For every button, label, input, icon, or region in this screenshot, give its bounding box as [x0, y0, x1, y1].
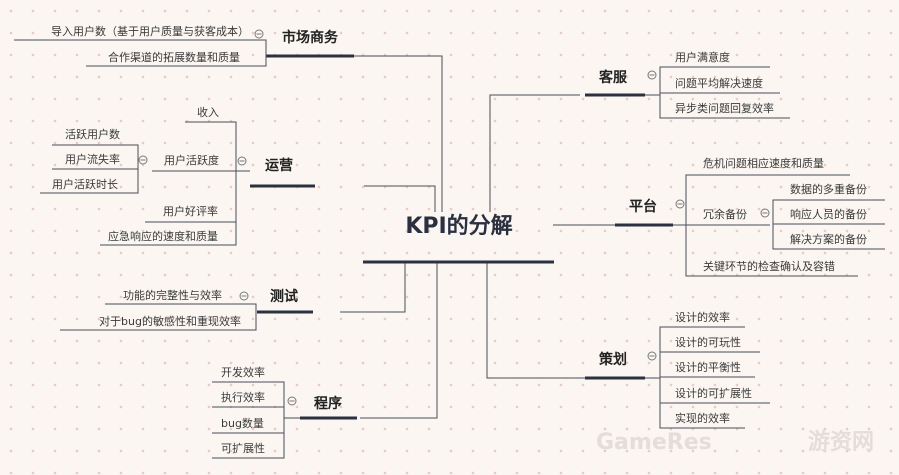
platform-redundancy-item-1: 数据的多重备份	[790, 182, 867, 196]
branch-service[interactable]: 客服	[585, 69, 645, 97]
ops-active-label: 用户活跃度	[164, 153, 219, 167]
branch-ops[interactable]: 运营	[250, 157, 315, 188]
design-item-2: 设计的可玩性	[675, 335, 741, 349]
connector-service	[489, 94, 580, 212]
connector-market	[350, 55, 443, 212]
watermark-cn: 游资网	[808, 429, 874, 455]
ops-rating: 用户好评率	[163, 204, 218, 218]
program-item-4: 可扩展性	[221, 441, 265, 455]
branch-market-label: 市场商务	[282, 29, 339, 46]
collapse-toggle-ops-active[interactable]	[138, 155, 148, 165]
collapse-toggle-ops[interactable]	[237, 156, 247, 166]
central-topic[interactable]: KPI的分解	[363, 213, 554, 264]
test-item-1: 功能的完整性与效率	[123, 288, 222, 302]
branch-platform-label: 平台	[629, 198, 657, 215]
collapse-toggle-platform[interactable]	[675, 199, 685, 209]
ops-response: 应急响应的速度和质量	[108, 229, 218, 243]
program-item-3: bug数量	[221, 417, 264, 430]
ops-active-item-2: 用户流失率	[65, 152, 120, 166]
service-item-1: 用户满意度	[675, 50, 730, 64]
collapse-toggle-platform-redundancy[interactable]	[760, 208, 770, 218]
central-topic-label: KPI的分解	[405, 213, 512, 239]
branch-market[interactable]: 市场商务	[266, 29, 354, 58]
platform-redundancy-item-3: 解决方案的备份	[790, 232, 867, 246]
design-item-5: 实现的效率	[675, 411, 730, 425]
design-item-3: 设计的平衡性	[675, 360, 741, 374]
platform-redundancy-item-2: 响应人员的备份	[790, 207, 867, 221]
service-item-2: 问题平均解决速度	[675, 76, 763, 90]
program-item-2: 执行效率	[221, 390, 265, 404]
design-item-1: 设计的效率	[675, 310, 730, 324]
ops-active-item-1: 活跃用户数	[65, 127, 120, 141]
watermark: GameRes 游资网	[596, 429, 874, 455]
market-item-2: 合作渠道的拓展数量和质量	[108, 50, 240, 64]
branch-ops-label: 运营	[265, 157, 293, 174]
branch-program[interactable]: 程序	[300, 395, 357, 420]
program-item-1: 开发效率	[221, 365, 265, 379]
collapse-toggle-test[interactable]	[239, 291, 249, 301]
connector-program	[360, 262, 438, 419]
branch-test[interactable]: 测试	[257, 288, 313, 314]
test-item-2: 对于bug的敏感性和重现效率	[99, 314, 241, 328]
market-item-1: 导入用户数（基于用户质量与获客成本）	[51, 24, 249, 38]
platform-check: 关键环节的检查确认及容错	[703, 259, 835, 273]
ops-active-item-3: 用户活跃时长	[52, 177, 118, 191]
connector-test	[340, 262, 406, 313]
branch-service-label: 客服	[598, 69, 628, 86]
connector-ops	[364, 185, 436, 212]
branch-platform[interactable]: 平台	[615, 198, 673, 227]
service-item-3: 异步类问题回复效率	[675, 101, 774, 115]
ops-revenue: 收入	[197, 105, 219, 119]
branch-test-label: 测试	[270, 288, 298, 305]
collapse-toggle-service[interactable]	[647, 70, 657, 80]
collapse-toggle-design[interactable]	[647, 351, 657, 361]
branch-design-label: 策划	[598, 351, 627, 368]
watermark-latin: GameRes	[596, 430, 712, 455]
branch-program-label: 程序	[314, 395, 342, 412]
design-item-4: 设计的可扩展性	[675, 386, 752, 400]
collapse-toggle-market[interactable]	[254, 29, 264, 39]
collapse-toggle-program[interactable]	[287, 396, 297, 406]
branch-design[interactable]: 策划	[585, 351, 645, 380]
platform-redundancy-label: 冗余备份	[703, 207, 747, 221]
connector-design	[486, 262, 585, 379]
platform-crisis: 危机问题相应速度和质量	[703, 156, 824, 170]
